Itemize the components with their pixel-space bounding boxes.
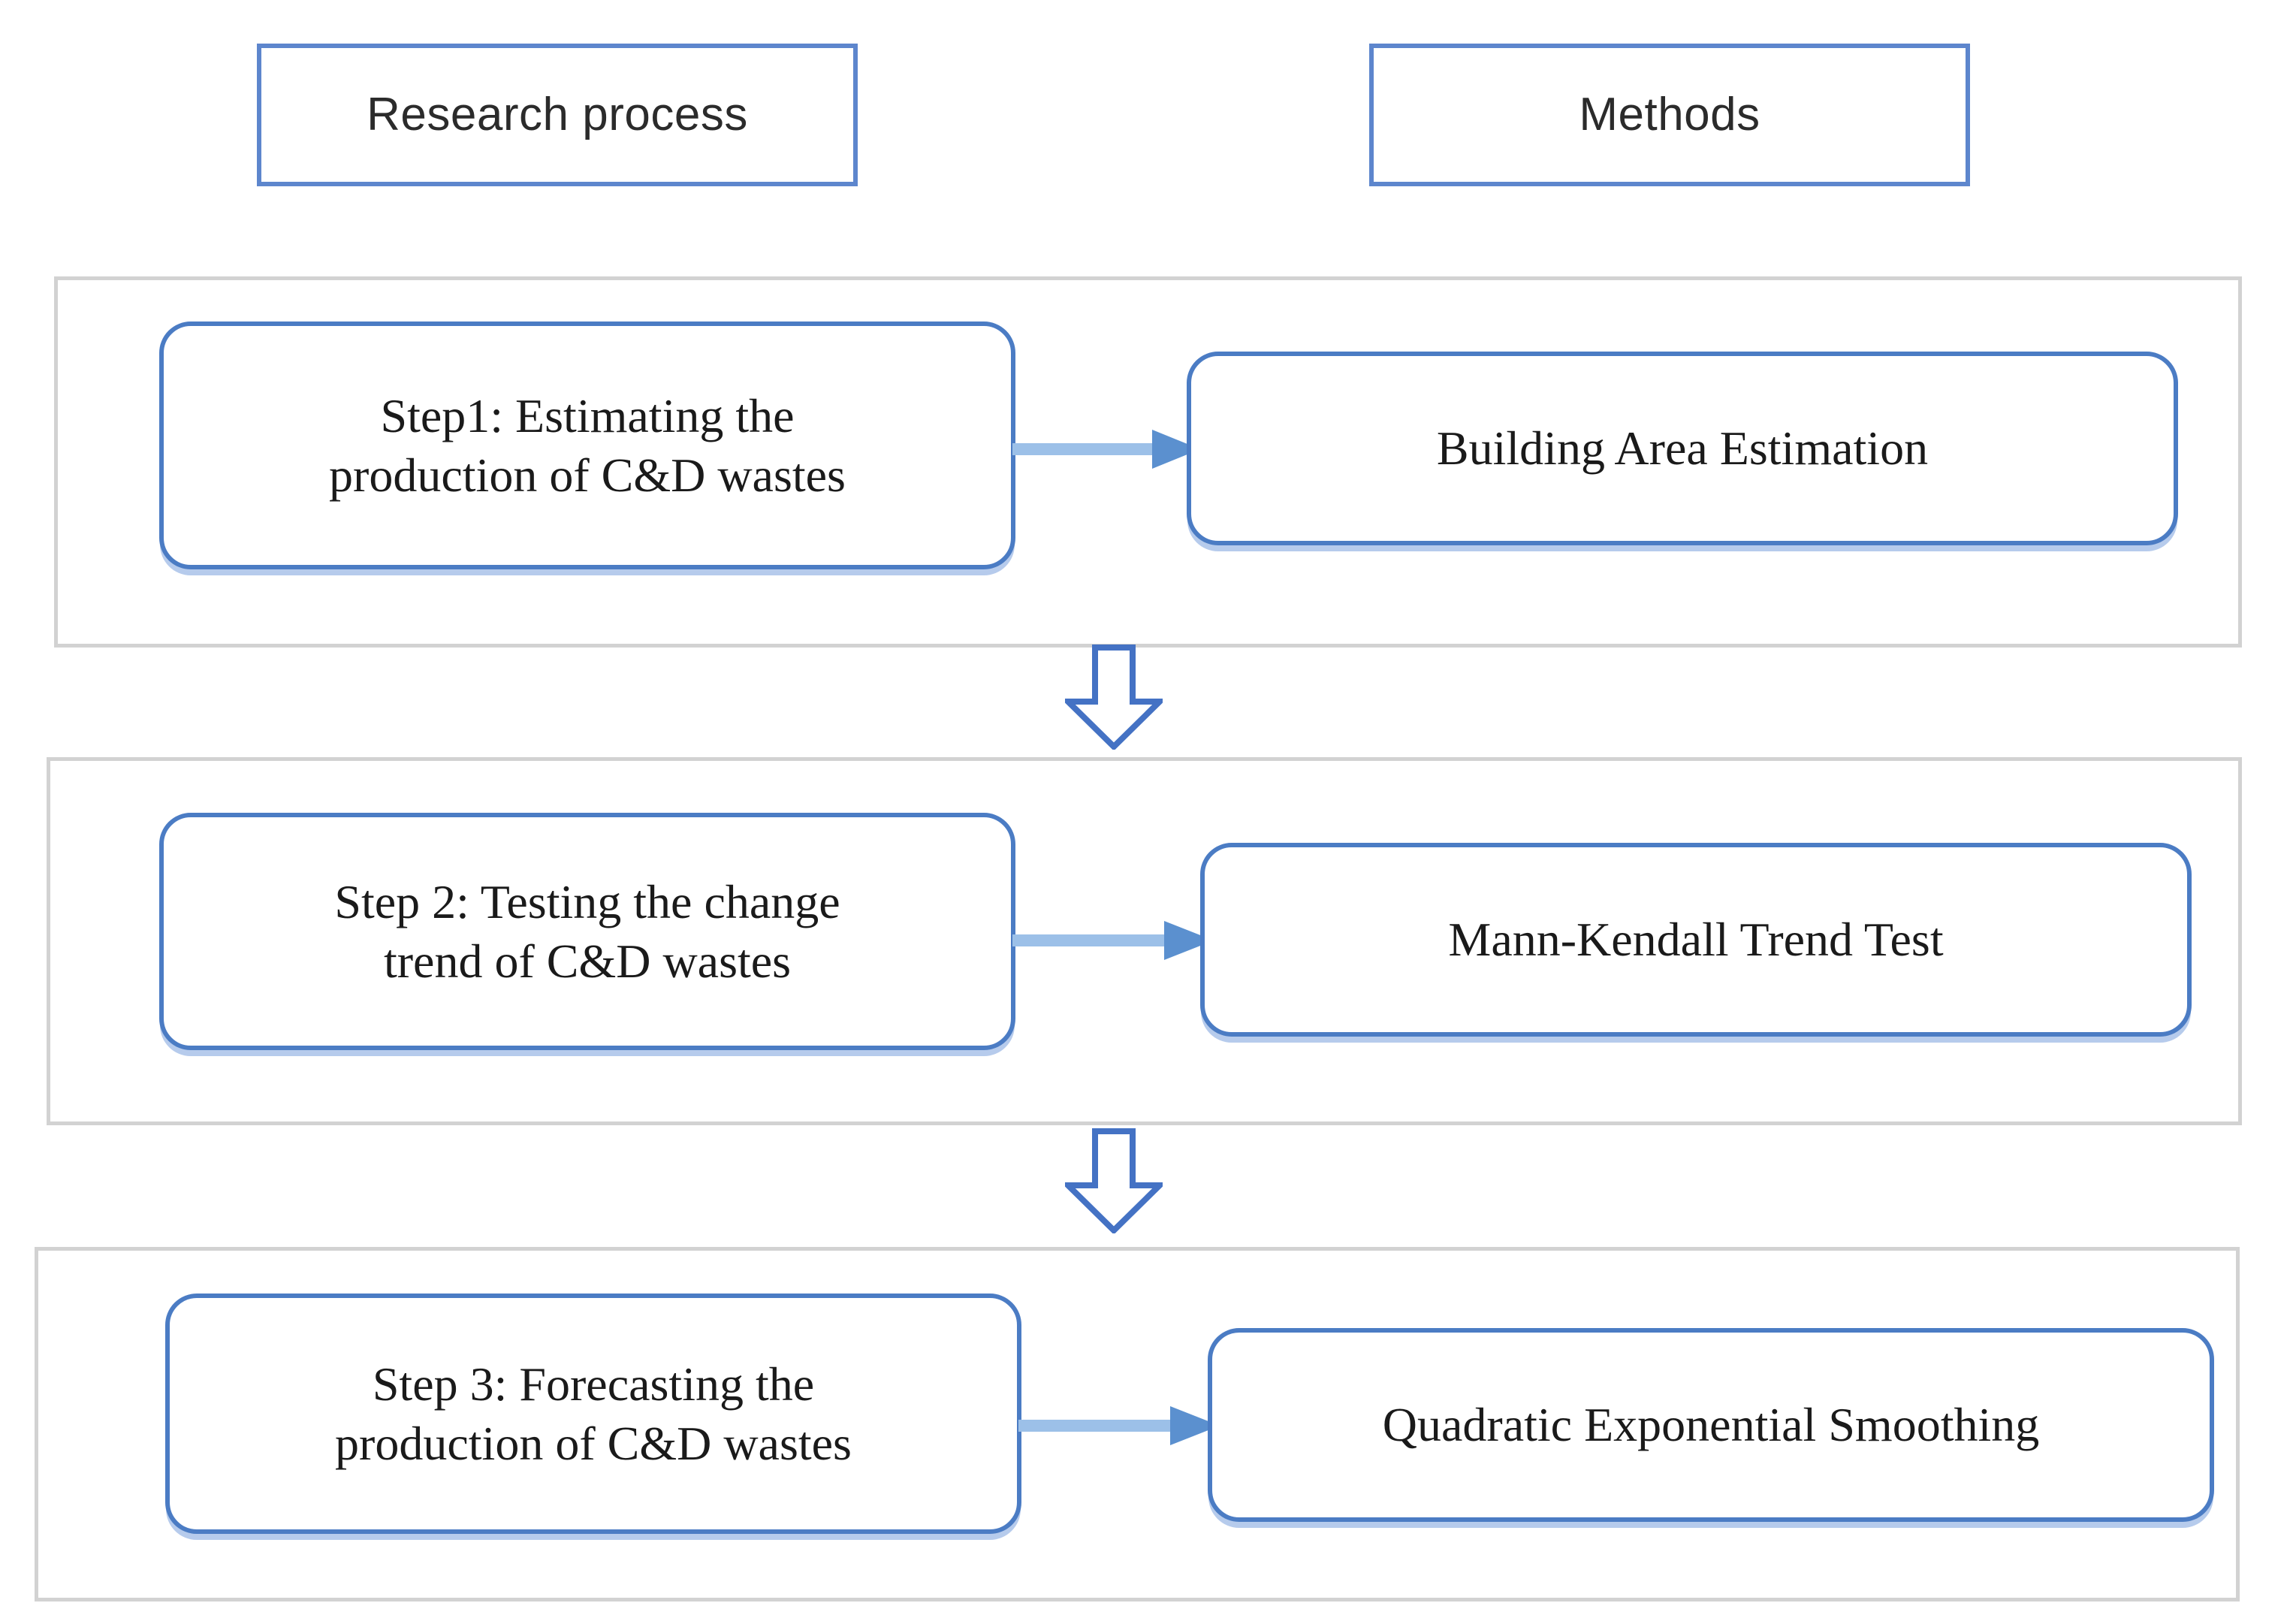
method-box-2[interactable]: Mann-Kendall Trend Test [1200,843,2192,1037]
method-box-1-label: Building Area Estimation [1436,421,1929,475]
step-box-2-line-2: trend of C&D wastes [383,934,792,988]
flow-arrow-down-1 [1065,644,1163,750]
step-box-2[interactable]: Step 2: Testing the change trend of C&D … [159,813,1015,1050]
step-box-1-line-2: production of C&D wastes [329,448,846,502]
connector-arrow-2 [1012,921,1214,960]
step-box-3-line-1: Step 3: Forecasting the [372,1357,815,1411]
method-box-1[interactable]: Building Area Estimation [1187,352,2178,545]
step-box-3-label: Step 3: Forecasting the production of C&… [318,1354,868,1474]
connector-arrow-2-line [1012,934,1172,946]
connector-arrow-3-head [1170,1406,1220,1445]
method-box-2-label: Mann-Kendall Trend Test [1448,913,1944,967]
connector-arrow-1-head [1152,430,1200,469]
connector-arrow-1 [1012,430,1200,469]
method-box-3-label: Quadratic Exponential Smoothing [1382,1398,2040,1452]
step-box-3-line-2: production of C&D wastes [335,1417,852,1470]
connector-arrow-2-head [1164,921,1214,960]
connector-arrow-1-line [1012,443,1160,455]
step-box-3[interactable]: Step 3: Forecasting the production of C&… [165,1294,1021,1534]
flow-arrow-down-2-shape [1065,1128,1163,1233]
header-label-research-process: Research process [367,89,748,140]
step-box-2-label: Step 2: Testing the change trend of C&D … [318,872,856,992]
header-label-methods: Methods [1579,89,1760,140]
step-box-1-label: Step1: Estimating the production of C&D … [312,386,862,506]
header-box-research-process: Research process [257,44,858,186]
step-box-1-line-1: Step1: Estimating the [380,388,795,442]
step-box-2-line-1: Step 2: Testing the change [334,874,840,928]
header-row: Research process Methods [0,0,2296,225]
flow-arrow-down-1-shape [1065,644,1163,750]
flow-arrow-down-2 [1065,1128,1163,1233]
step-box-1[interactable]: Step1: Estimating the production of C&D … [159,321,1015,569]
connector-arrow-3 [1018,1406,1220,1445]
header-box-methods: Methods [1369,44,1970,186]
connector-arrow-3-line [1018,1420,1178,1432]
method-box-3[interactable]: Quadratic Exponential Smoothing [1208,1328,2214,1522]
